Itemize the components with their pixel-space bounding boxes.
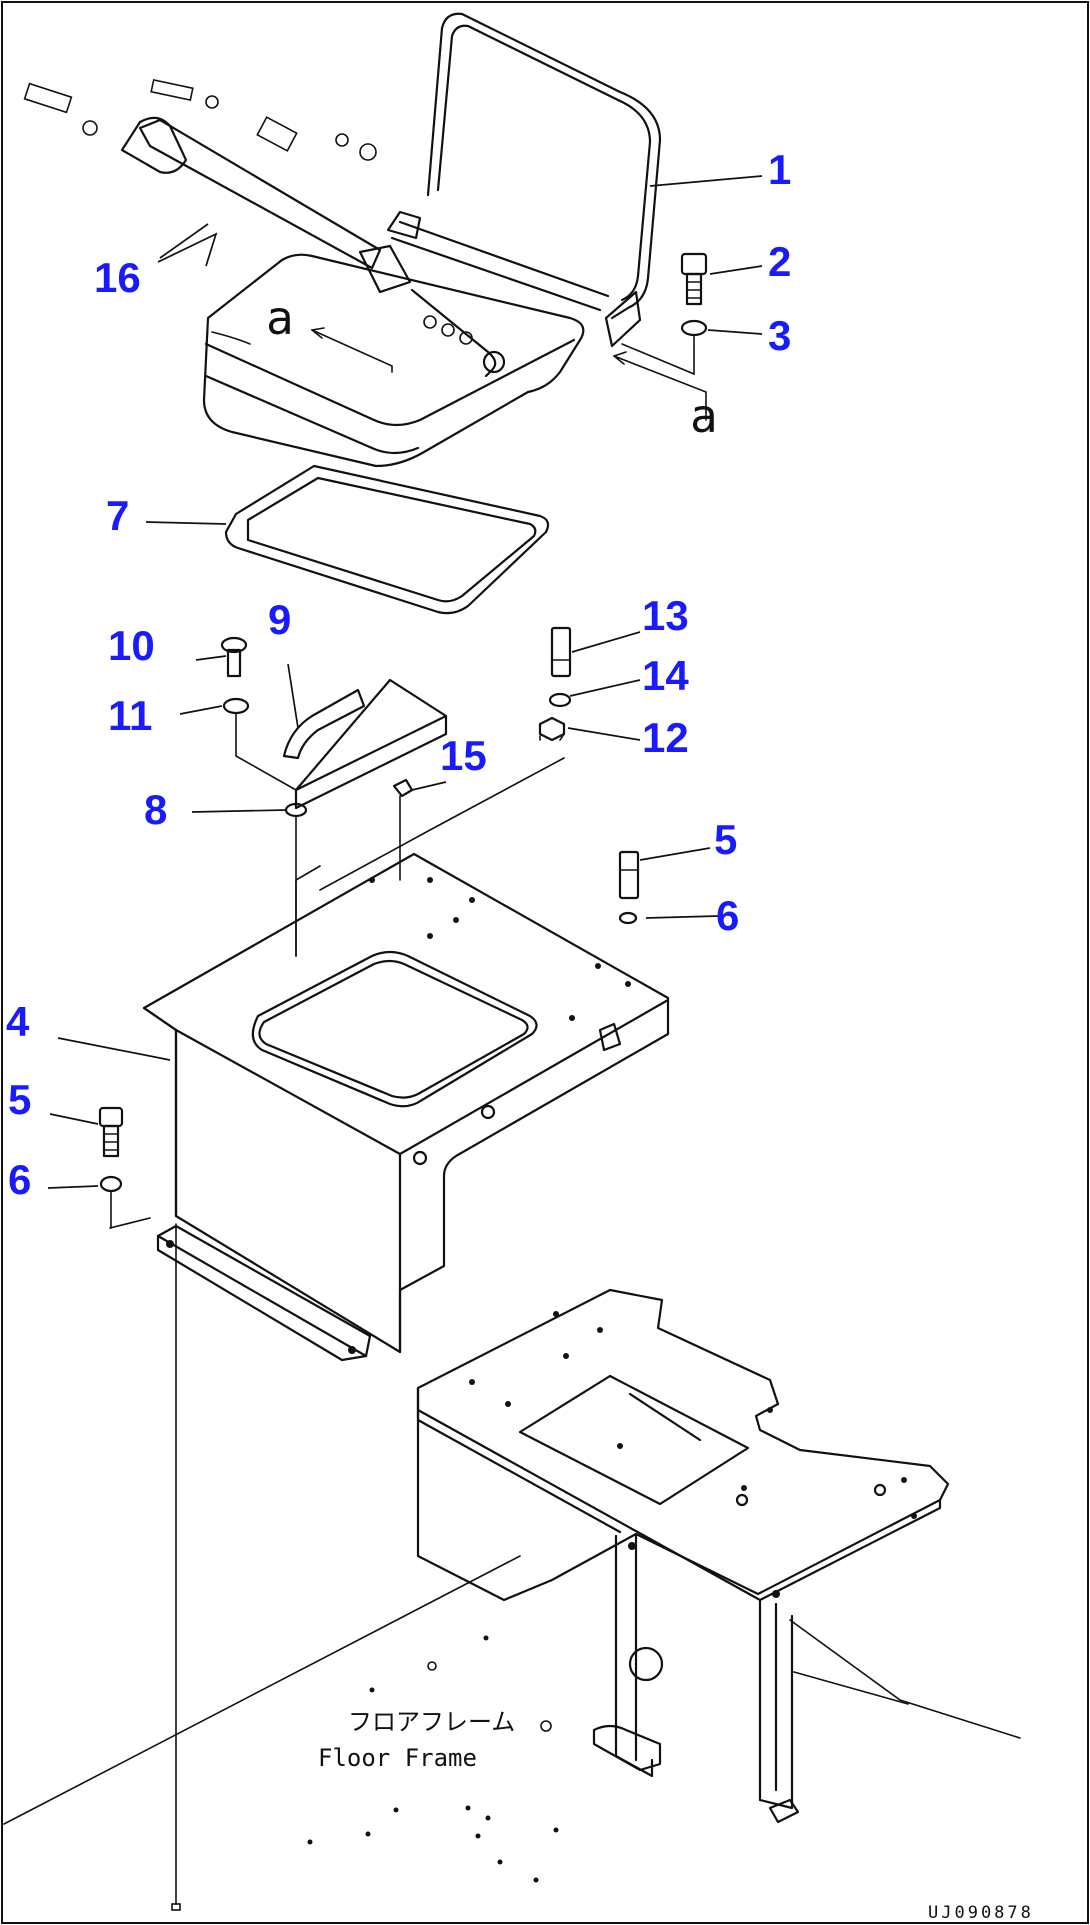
seat-hinge-bracket (386, 210, 422, 240)
callout-15: 15 (440, 732, 487, 779)
floor-frame-label-en: Floor Frame (318, 1744, 477, 1772)
callout-9: 9 (268, 596, 291, 643)
leader-lines (47, 175, 763, 1189)
callout-10: 10 (108, 622, 155, 669)
callout-7: 7 (106, 492, 129, 539)
seat-belt-assembly (138, 118, 382, 270)
callout-6-left: 6 (8, 1156, 31, 1203)
callout-5-left: 5 (8, 1076, 31, 1123)
stand-bolt-left (98, 1106, 124, 1229)
callout-1: 1 (768, 146, 791, 193)
floor-frame (3, 1288, 1021, 1883)
callout-11: 11 (108, 692, 152, 739)
seat-hardware (23, 79, 506, 374)
drawing-code: UJ090878 (928, 1903, 1034, 1923)
stand-bolt-right (618, 850, 640, 925)
reference-mark-a-bracket: a (690, 389, 718, 443)
callout-6-right: 6 (716, 892, 739, 939)
reference-mark-a-cushion: a (266, 291, 294, 345)
floor-frame-label-jp: フロアフレーム (348, 1708, 515, 1736)
seat-cushion (202, 253, 585, 468)
callout-3: 3 (768, 312, 791, 359)
callout-12: 12 (642, 714, 689, 761)
bolt-and-washer (621, 252, 708, 376)
callout-14: 14 (642, 652, 689, 699)
callout-4: 4 (6, 998, 30, 1045)
callout-5-right: 5 (714, 816, 737, 863)
callout-13: 13 (642, 592, 689, 639)
seat-assembly (23, 12, 707, 468)
part-callouts: 1 2 3 4 5 5 6 6 7 8 9 10 11 12 13 14 15 … (6, 146, 791, 1203)
stand-top-opening (251, 950, 538, 1108)
bracket-hardware (220, 626, 572, 957)
callout-16: 16 (94, 254, 141, 301)
seat-stand-box (109, 852, 670, 1911)
callout-8: 8 (144, 786, 167, 833)
callout-2: 2 (768, 238, 791, 285)
seat-backrest (426, 12, 662, 320)
seat-gasket-ring (224, 464, 550, 615)
